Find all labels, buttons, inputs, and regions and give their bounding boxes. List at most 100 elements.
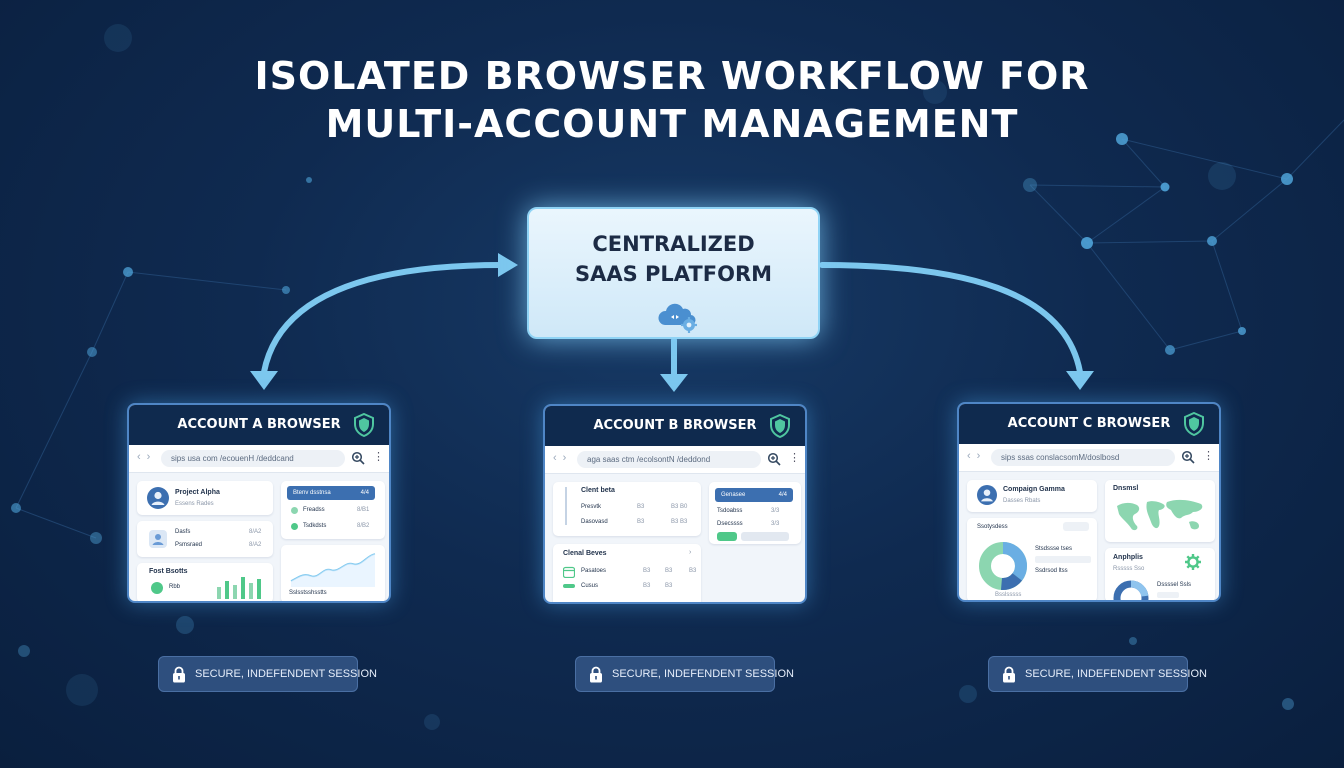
footer-card-item: Rbb [169,584,181,590]
stats-pie-card: Ssotysdess Stsdssse tses Ssdrsod ltss Bs… [967,518,1097,600]
pie-chart-icon [979,542,1027,590]
client-list-title: Clent beta [581,487,615,494]
table-row-1-a: B3 [643,568,651,574]
user-badge-icon [149,530,167,548]
list-rule [565,487,567,525]
menu-icon[interactable]: ⋮ [373,451,384,463]
summary-row-2-value: 3/3 [771,521,780,527]
cloud-gear-icon [658,303,697,333]
tasks-tab-value: 4/4 [360,490,369,496]
url-field[interactable]: aga saas ctm /ecolsontN /deddond [577,451,761,468]
browser-title: ACCOUNT B BROWSER [593,418,757,433]
title-line-2: MULTI-ACCOUNT MANAGEMENT [325,102,1019,146]
address-bar: ‹› sips usa com /ecouenH /deddcand ⋮ [129,445,389,473]
profile-name: Project Alpha [175,489,220,496]
profile-card: Project Alpha Essens Rades [137,481,273,515]
donut-legend-bar [1157,592,1179,598]
map-title: Dnsmsl [1113,485,1139,492]
stats-pie-footer: Bsslsssss [995,592,1022,598]
session-label: SECURE, INDEFENDENT SESSION [195,668,377,680]
stat-row-1-value: 8/A2 [249,529,262,535]
shield-icon [354,413,374,437]
account-b-browser: ACCOUNT B BROWSER ‹› aga saas ctm /ecols… [543,404,807,604]
campaign-card: Compaign Gamma Dasses Rbats [967,480,1097,512]
profile-subtitle: Essens Rades [175,501,214,507]
client-row-2-b: B3 B3 [671,519,688,525]
client-row-2-label: Dasovasd [581,519,608,525]
task-1-label: Freadss [303,507,325,513]
nav-arrows-icon[interactable]: ‹› [553,452,573,464]
row-marker-icon [563,584,575,588]
lock-icon [173,666,185,683]
zoom-icon[interactable] [351,451,365,465]
task-1-dot-icon [291,507,298,514]
lock-icon [1003,666,1015,683]
gear-icon[interactable] [1185,554,1201,570]
stat-row-1-label: Dasfs [175,529,191,535]
summary-tab[interactable]: Genasee 4/4 [715,488,793,502]
pie-legend-2: Ssdrsod ltss [1035,568,1068,574]
status-dot-icon [151,582,163,594]
campaign-name: Compaign Gamma [1003,486,1065,493]
centralized-platform-box: CENTRALIZED SAAS PLATFORM [527,207,820,339]
trend-card-caption: Sslsstsshsstts [289,590,327,596]
chevron-right-icon[interactable]: › [689,549,692,556]
session-badge-a: SECURE, INDEFENDENT SESSION [158,656,377,692]
task-1-value: 8/B1 [357,507,370,513]
campaign-subtitle: Dasses Rbats [1003,498,1041,504]
platform-title-line-2: SAAS PLATFORM [574,262,773,286]
client-list-card: Clent beta Presvtk B3 B3 B0 Dasovasd B3 … [553,482,701,536]
client-row-1-a: B3 [637,504,645,510]
stat-row-2-label: Psmsraed [175,542,203,548]
shield-icon [770,414,790,438]
progress-chip [717,532,737,541]
table-row-1-b: B3 [665,568,673,574]
account-a-browser: ACCOUNT A BROWSER ‹› sips usa com /ecoue… [127,403,391,603]
summary-row-1-label: Tsdoabss [717,508,743,514]
browser-header: ACCOUNT B BROWSER [545,406,805,446]
pie-legend-bar [1035,556,1091,563]
summary-row-2-label: Dsecssss [717,521,743,527]
zoom-icon[interactable] [1181,450,1195,464]
url-field[interactable]: sips ssas conslacsomM/doslbosd [991,449,1175,466]
summary-row-1-value: 3/3 [771,508,780,514]
map-card: Dnsmsl [1105,480,1215,542]
menu-icon[interactable]: ⋮ [789,452,800,464]
avatar-icon [147,487,169,509]
client-row-2-a: B3 [637,519,645,525]
nav-arrows-icon[interactable]: ‹› [967,450,987,462]
calendar-icon [563,566,575,578]
nav-arrows-icon[interactable]: ‹› [137,451,157,463]
donut-legend: Dssssel Ssls [1157,582,1192,588]
analytics-card: Anphplis Rsssss Sso Dssssel Ssls [1105,548,1215,600]
client-row-1-b: B3 B0 [671,504,688,510]
tasks-card: Btenv dsstnsa 4/4 Freadss 8/B1 Tsdkdsts … [281,481,385,539]
donut-chart-icon [1113,580,1149,600]
title-line-1: ISOLATED BROWSER WORKFLOW FOR [254,54,1090,98]
menu-icon[interactable]: ⋮ [1203,450,1214,462]
url-field[interactable]: sips usa com /ecouenH /deddcand [161,450,345,467]
browser-header: ACCOUNT C BROWSER [959,404,1219,444]
progress-track [741,532,789,541]
session-label: SECURE, INDEFENDENT SESSION [612,668,794,680]
tasks-tab[interactable]: Btenv dsstnsa 4/4 [287,486,375,500]
table-row-2-b: B3 [665,583,673,589]
session-badge-c: SECURE, INDEFENDENT SESSION [988,656,1207,692]
browser-content: Compaign Gamma Dasses Rbats Ssotysdess S… [959,472,1219,600]
client-row-1-label: Presvtk [581,504,602,510]
browser-title: ACCOUNT A BROWSER [177,417,341,432]
bar-chart-icon [217,577,261,599]
browser-header: ACCOUNT A BROWSER [129,405,389,445]
stats-pie-title: Ssotysdess [977,524,1008,530]
avatar-icon [977,485,997,505]
trend-card: Sslsstsshsstts [281,545,385,601]
table-row-1-label: Pasatoes [581,568,607,574]
world-map-icon [1117,499,1203,531]
footer-card-title: Fost Bsotts [149,568,188,575]
line-chart-icon [290,553,376,587]
browser-title: ACCOUNT C BROWSER [1007,416,1171,431]
lock-icon [590,666,602,683]
footer-card: Fost Bsotts Rbb [137,563,273,601]
zoom-icon[interactable] [767,452,781,466]
browser-content: Project Alpha Essens Rades Dasfs 8/A2 Ps… [129,473,389,601]
